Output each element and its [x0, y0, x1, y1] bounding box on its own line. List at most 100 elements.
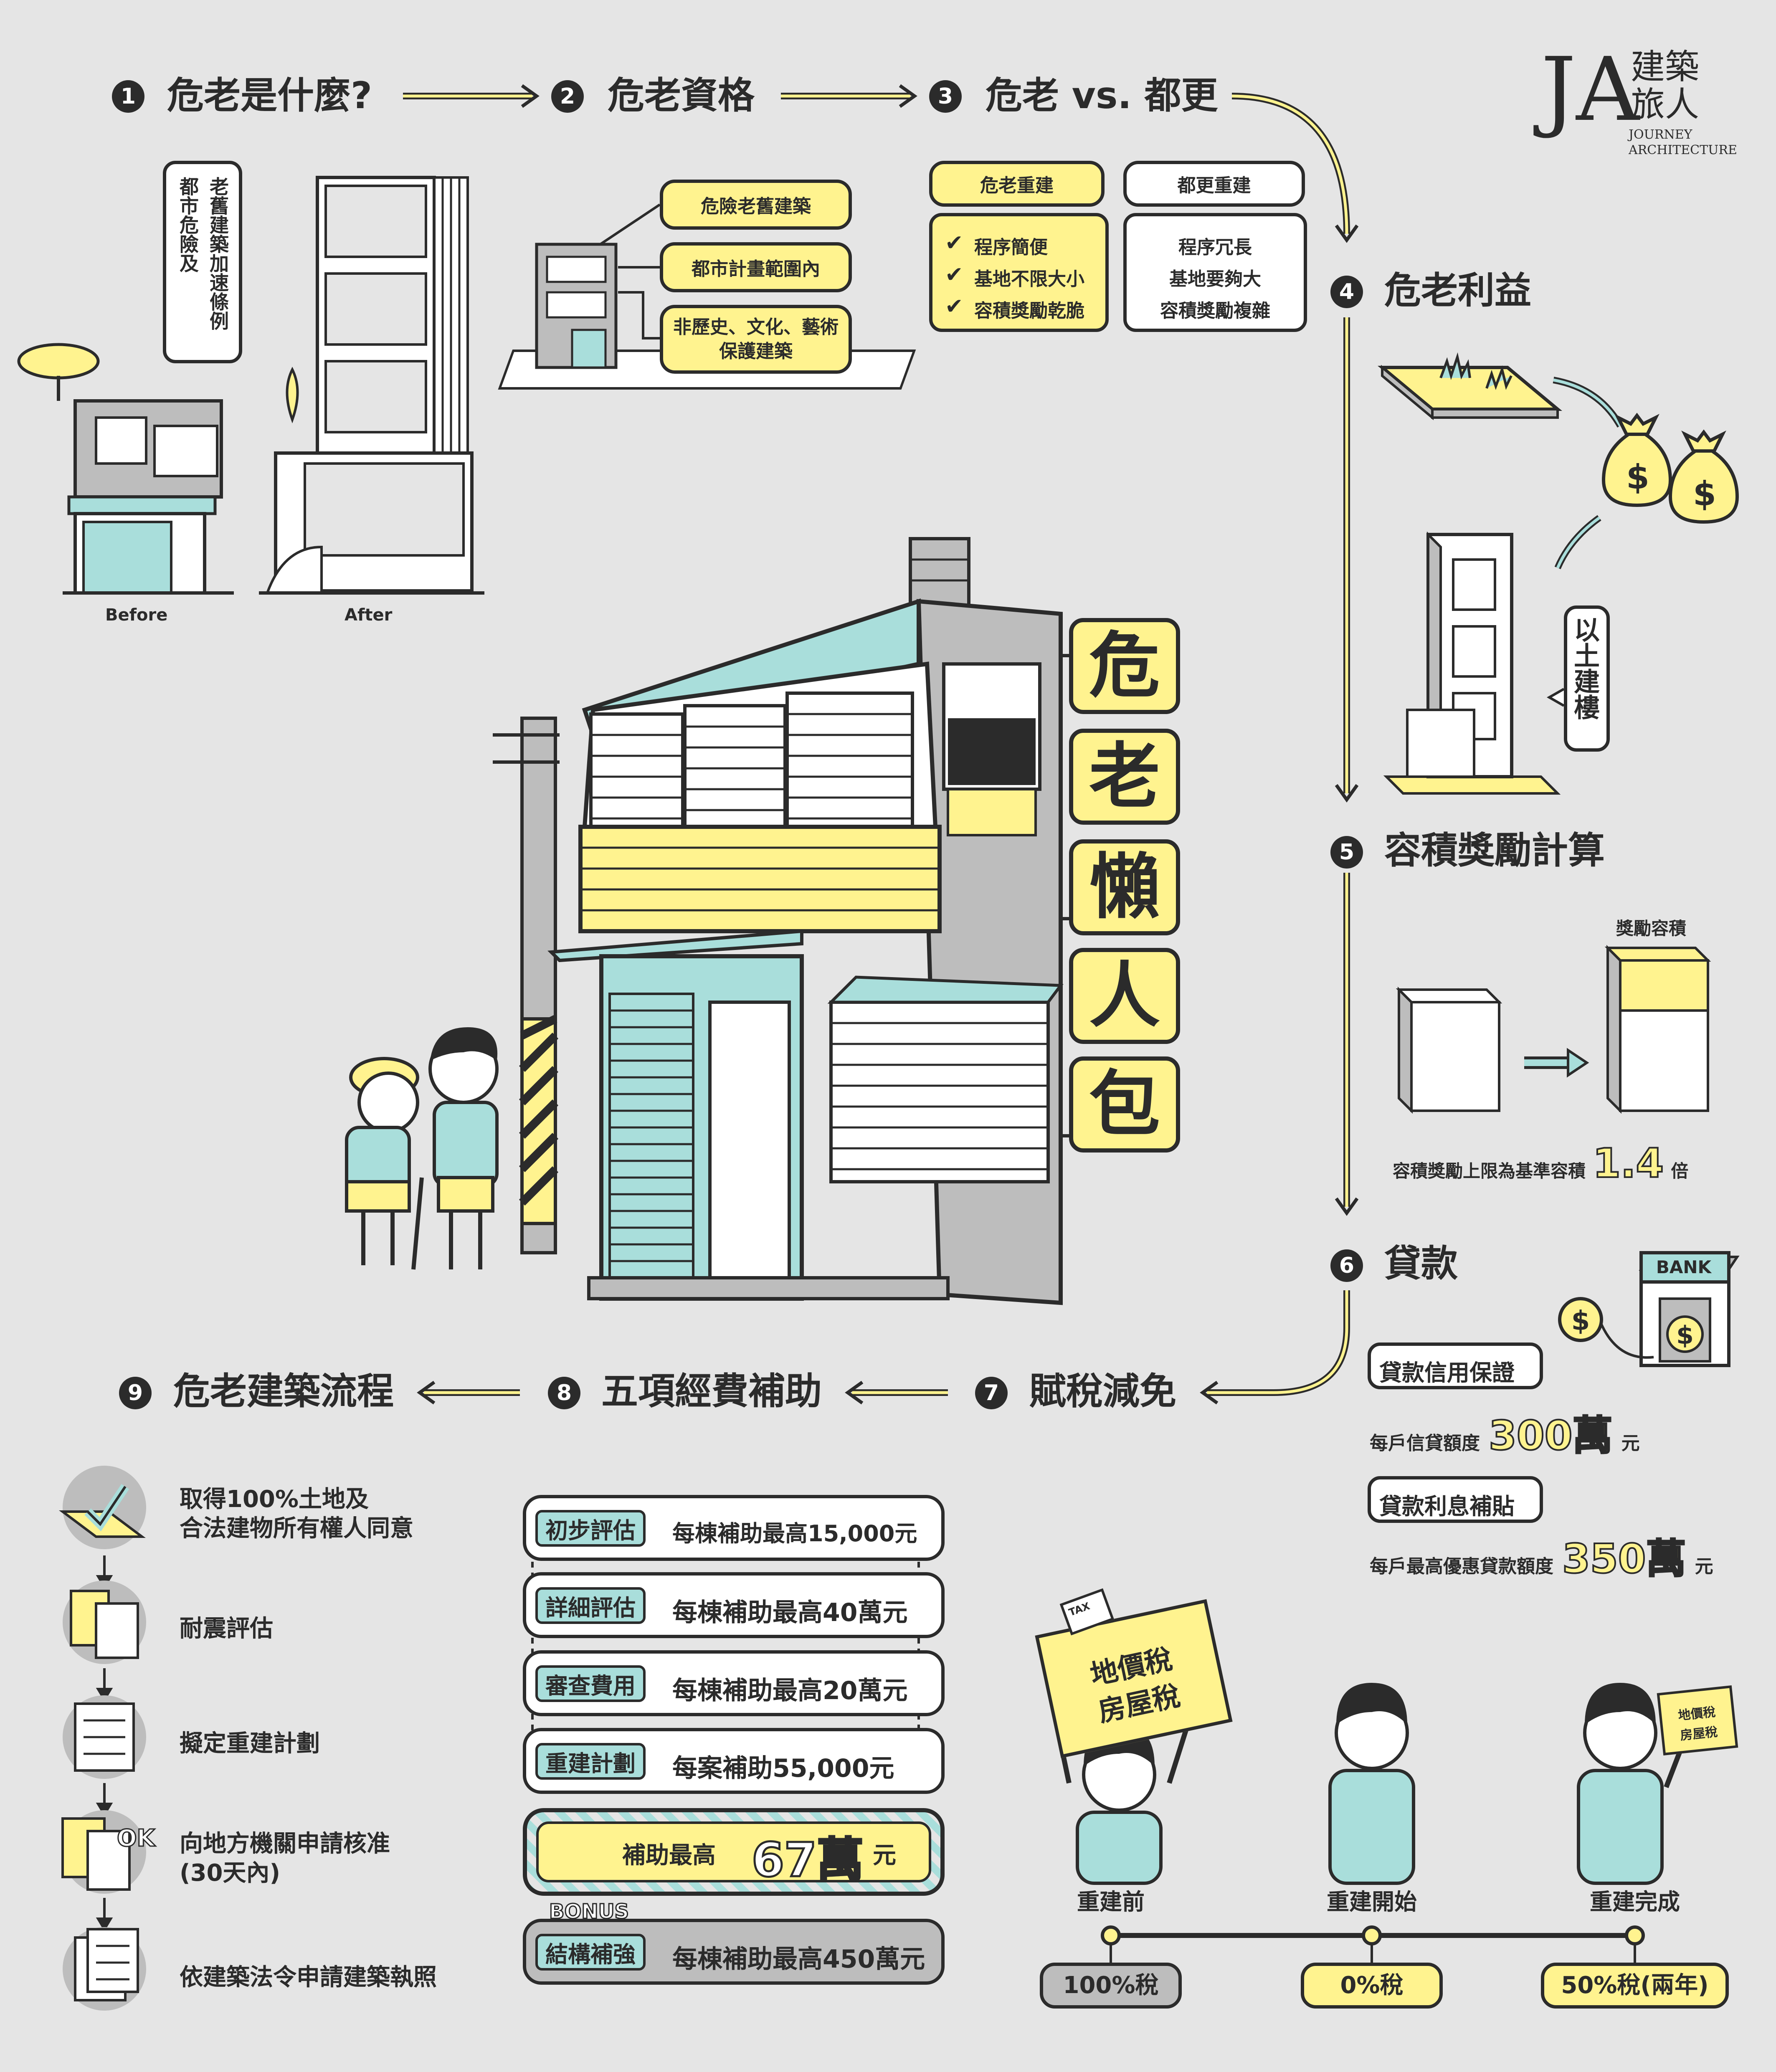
subsidy-value: 每棟補助最高20萬元 [672, 1676, 908, 1705]
subsidy-value: 每棟補助最高450萬元 [672, 1945, 925, 1974]
brand-name-en-1: JOURNEY [1629, 127, 1692, 142]
bonus-far-label: 獎勵容積 [1616, 918, 1687, 939]
person-start-illustration [1328, 1683, 1415, 1885]
far-caption: 容積獎勵上限為基準容積 1.4 倍 [1393, 1139, 1689, 1188]
step-5-number: 5 [1330, 836, 1363, 869]
loan-interest-pre: 每戶最高優惠貸款額度 [1370, 1556, 1553, 1577]
new-building-icon [1383, 531, 1561, 795]
svg-text:$: $ [1626, 458, 1649, 496]
step-6-title: 貸款 [1384, 1242, 1458, 1285]
loan-interest-amount: 每戶最高優惠貸款額度 350萬 元 [1370, 1526, 1713, 1584]
tax-stage-3-label: 重建完成 [1590, 1889, 1680, 1915]
main-title-char-1: 危 [1069, 618, 1180, 714]
loan-guarantee-amount: 每戶信貸額度 300萬 元 [1370, 1403, 1640, 1461]
after-label: After [345, 605, 393, 625]
step-3-number: 3 [929, 80, 962, 113]
person-complete-illustration [1577, 1683, 1690, 1885]
loan-interest-unit: 元 [1695, 1556, 1713, 1577]
step-1-title: 危老是什麼? [167, 74, 372, 117]
arrow-1-to-2 [403, 84, 540, 108]
coin-icon: $ [1558, 1297, 1654, 1359]
main-title-char-5: 包 [1069, 1056, 1180, 1153]
main-title-char-4: 人 [1069, 948, 1180, 1044]
arrow-4-to-5 [1335, 317, 1359, 803]
step-9-number: 9 [119, 1377, 152, 1409]
subsidy-total-value: 67萬 [751, 1832, 865, 1889]
brand-mark: JA [1541, 38, 1639, 141]
svg-text:$: $ [1571, 1306, 1590, 1337]
check-icon: ✔ [945, 262, 963, 287]
money-bag-icon: $ $ [1601, 413, 1739, 524]
bank-icon: $ [1639, 1251, 1740, 1367]
subsidy-tag: 重建計劃 [535, 1743, 646, 1780]
step-7-title: 賦稅減免 [1029, 1370, 1177, 1413]
step-4-number: 4 [1330, 276, 1363, 308]
check-icon: ✔ [945, 231, 963, 256]
weilao-item-1: 程序簡便 [974, 237, 1048, 258]
weilao-list-card: ✔ 程序簡便 ✔ 基地不限大小 ✔ 容積獎勵乾脆 [929, 213, 1109, 332]
loan-guarantee-label: 貸款信用保證 [1379, 1360, 1515, 1386]
loan-guarantee-pre: 每戶信貸額度 [1370, 1433, 1480, 1454]
qualify-urban-plan-label: 都市計畫範圍內 [692, 258, 820, 280]
step-4-title: 危老利益 [1384, 269, 1532, 312]
loan-guarantee-value: 300萬 [1488, 1411, 1613, 1460]
before-label: Before [105, 605, 168, 625]
step-7-number: 7 [975, 1377, 1008, 1409]
loan-guarantee-unit: 元 [1621, 1433, 1640, 1454]
flow-step-4-line1: 向地方機關申請核准 [180, 1830, 390, 1857]
benefit-label: 以土建樓 [1569, 616, 1600, 720]
subsidy-row-initial: 初步評估 每棟補助最高15,000元 [523, 1495, 945, 1561]
loan-interest-card: 貸款利息補貼 [1368, 1476, 1543, 1523]
subsidy-tag: 結構補強 [535, 1934, 646, 1971]
subsidy-value: 每棟補助最高15,000元 [672, 1520, 917, 1547]
arrow-8-to-9 [417, 1380, 520, 1405]
step-3-title: 危老 vs. 都更 [986, 74, 1218, 117]
bonus-volume-cube [1604, 945, 1711, 1114]
qualify-urban-plan: 都市計畫範圍內 [660, 242, 852, 292]
main-old-building-illustration [493, 537, 1064, 1305]
subsidy-row-structural: 結構補強 每棟補助最高450萬元 [523, 1919, 945, 1985]
weilao-item-2: 基地不限大小 [974, 268, 1084, 290]
dugeng-list-card: 程序冗長 基地要夠大 容積獎勵複雜 [1123, 213, 1307, 332]
weilao-title: 危老重建 [980, 175, 1054, 196]
building-permit-icon [63, 1927, 146, 2011]
land-check-icon [59, 1466, 146, 1549]
qualify-dangerous-old: 危險老舊建築 [660, 180, 852, 230]
dugeng-title: 都更重建 [1177, 175, 1251, 196]
brand-name-cn-2: 旅人 [1631, 85, 1700, 124]
flow-step-5: 依建築法令申請建築執照 [180, 1964, 437, 1991]
law-name-col-2: 老舊建築加速條例 [207, 177, 229, 330]
subsidy-row-review: 審查費用 每棟補助最高20萬元 [523, 1650, 945, 1716]
window-grille-pattern [580, 713, 1048, 1262]
step-2-title: 危老資格 [608, 74, 755, 117]
subsidy-tag: 初步評估 [535, 1510, 646, 1547]
subsidy-tag: 審查費用 [535, 1665, 646, 1702]
tax-paper-label: TAX [1067, 1600, 1092, 1619]
far-caption-post: 倍 [1671, 1161, 1689, 1181]
bubble-pointer [1546, 688, 1565, 707]
step-8-number: 8 [548, 1377, 580, 1409]
brand-name-cn-1: 建築 [1631, 47, 1700, 87]
subsidy-total-pre: 補助最高 [622, 1842, 716, 1869]
arrow-6-to-7 [1200, 1290, 1350, 1405]
subsidy-row-detailed: 詳細評估 每棟補助最高40萬元 [523, 1572, 945, 1638]
tax-stage-2-rate: 0%稅 [1301, 1963, 1443, 2009]
before-building-illustration [17, 343, 234, 595]
dugeng-item-3: 容積獎勵複雜 [1160, 300, 1270, 322]
arrow-3-to-4 [1231, 93, 1359, 243]
tax-timeline [1101, 1925, 1645, 1967]
flow-step-1-line2: 合法建物所有權人同意 [180, 1515, 413, 1542]
dugeng-item-1: 程序冗長 [1178, 237, 1252, 258]
arrow-2-to-3 [781, 84, 917, 108]
after-building-illustration [259, 176, 484, 595]
flow-step-4-line2: (30天內) [180, 1859, 281, 1887]
subsidy-total-banner: 補助最高 67萬 元 [523, 1808, 945, 1896]
arrow-7-to-8 [845, 1380, 948, 1405]
loan-interest-value: 350萬 [1561, 1535, 1687, 1583]
arrow-land-to-money [1553, 377, 1623, 428]
step-1-number: 1 [112, 80, 144, 113]
tax-box-small: 地價稅 房屋稅 [1657, 1685, 1738, 1755]
subsidy-tag: 詳細評估 [535, 1587, 646, 1624]
bank-sign: BANK [1656, 1257, 1712, 1277]
